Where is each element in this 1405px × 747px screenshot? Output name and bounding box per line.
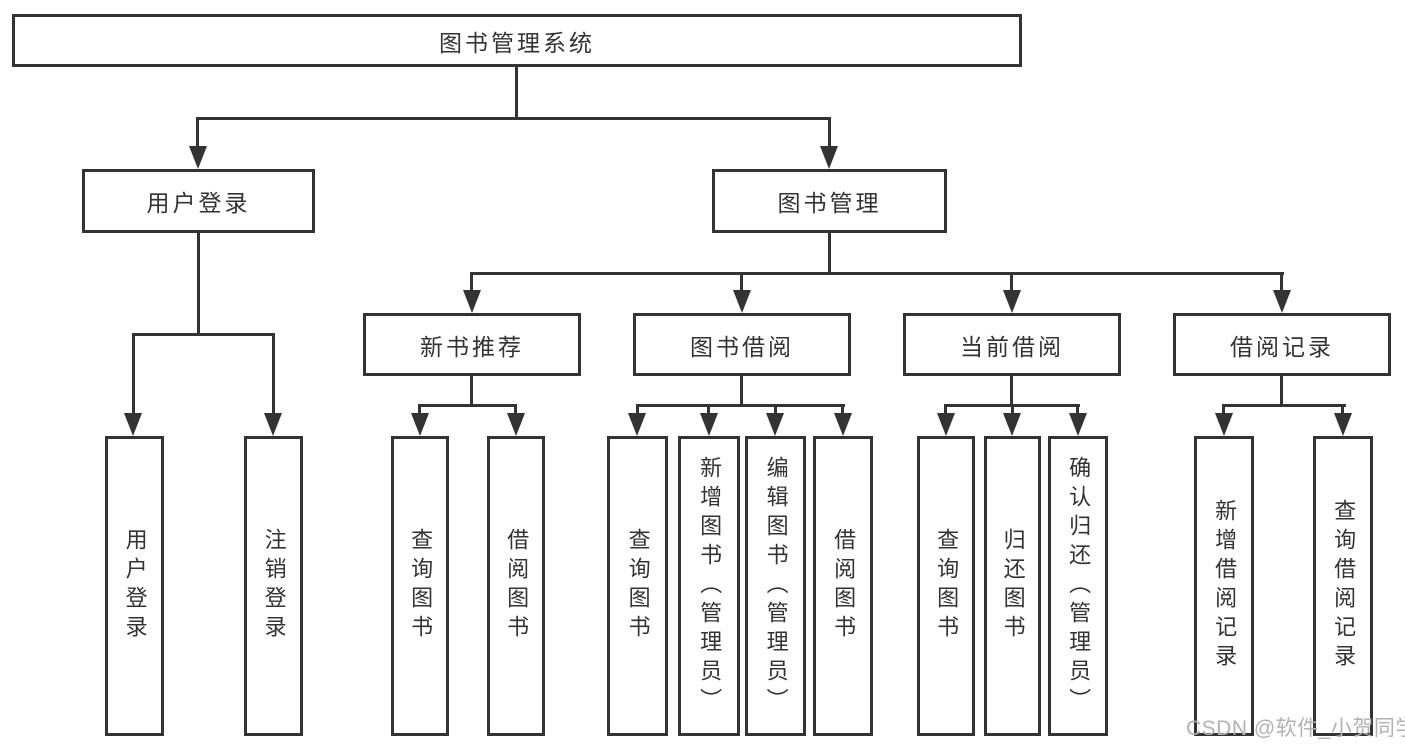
node-book-borrowing: 图书借阅 xyxy=(633,313,851,376)
arrow-down-icon xyxy=(700,413,718,436)
node-leaf-return-books: 归还图书 xyxy=(984,436,1041,736)
node-leaf-confirm-return-admin: 确认归还（管理员） xyxy=(1048,436,1108,736)
arrow-down-icon xyxy=(124,413,142,436)
node-label: 图书管理系统 xyxy=(439,29,595,56)
node-leaf-borrow-books-recommend: 借阅图书 xyxy=(487,436,545,736)
connector-segment xyxy=(470,272,1284,275)
node-label: 新增图书（管理员） xyxy=(697,455,723,717)
connector-segment xyxy=(774,404,777,416)
node-label: 查询图书 xyxy=(934,528,960,644)
connector-segment xyxy=(272,333,275,416)
node-label: 归还图书 xyxy=(1000,528,1026,644)
node-user-login: 用户登录 xyxy=(82,169,315,233)
node-borrowing-records: 借阅记录 xyxy=(1173,313,1391,376)
connector-segment xyxy=(1280,272,1283,292)
node-label: 新书推荐 xyxy=(420,333,524,360)
connector-segment xyxy=(707,404,710,416)
connector-segment xyxy=(132,333,275,336)
node-current-borrowing: 当前借阅 xyxy=(903,313,1121,376)
connector-segment xyxy=(418,404,421,416)
arrow-down-icon xyxy=(766,413,784,436)
node-label: 借阅图书 xyxy=(504,528,530,644)
node-leaf-query-books-borrowing: 查询图书 xyxy=(607,436,668,736)
connector-segment xyxy=(1010,376,1013,406)
arrow-down-icon xyxy=(1003,413,1021,436)
arrow-down-icon xyxy=(411,413,429,436)
node-label: 借阅记录 xyxy=(1230,333,1334,360)
connector-segment xyxy=(418,404,517,407)
connector-segment xyxy=(196,117,199,150)
connector-segment xyxy=(841,404,844,416)
connector-segment xyxy=(1076,404,1079,416)
connector-segment xyxy=(828,117,831,150)
node-leaf-query-borrow-record: 查询借阅记录 xyxy=(1313,436,1373,736)
arrow-down-icon xyxy=(733,290,751,313)
node-leaf-user-login: 用户登录 xyxy=(105,436,164,736)
connector-segment xyxy=(1341,404,1344,416)
node-label: 图书借阅 xyxy=(690,333,794,360)
connector-segment xyxy=(944,404,947,416)
connector-segment xyxy=(636,404,639,416)
connector-segment xyxy=(1280,376,1283,406)
connector-segment xyxy=(1011,404,1014,416)
connector-segment xyxy=(132,333,135,416)
arrow-down-icon xyxy=(1069,413,1087,436)
arrow-down-icon xyxy=(1273,290,1291,313)
node-label: 用户登录 xyxy=(146,190,251,216)
arrow-down-icon xyxy=(189,146,207,169)
connector-segment xyxy=(1222,404,1225,416)
connector-segment xyxy=(515,67,518,120)
node-label: 确认归还（管理员） xyxy=(1066,455,1092,717)
node-leaf-query-books-current: 查询图书 xyxy=(917,436,975,736)
arrow-down-icon xyxy=(1003,290,1021,313)
arrow-down-icon xyxy=(937,413,955,436)
node-leaf-logout: 注销登录 xyxy=(244,436,303,736)
arrow-down-icon xyxy=(1334,413,1352,436)
csdn-watermark: CSDN @软件_小贺同学 xyxy=(1186,717,1405,740)
connector-segment xyxy=(197,117,831,120)
node-library-management-system: 图书管理系统 xyxy=(12,14,1022,67)
node-label: 查询图书 xyxy=(625,528,651,644)
node-leaf-add-borrow-record: 新增借阅记录 xyxy=(1194,436,1254,736)
node-label: 图书管理 xyxy=(777,190,882,216)
node-label: 用户登录 xyxy=(122,528,148,644)
arrow-down-icon xyxy=(264,413,282,436)
arrow-down-icon xyxy=(463,290,481,313)
connector-segment xyxy=(514,404,517,416)
connector-segment xyxy=(636,404,845,407)
connector-segment xyxy=(1222,404,1346,407)
node-label: 查询图书 xyxy=(408,528,434,644)
connector-segment xyxy=(470,376,473,406)
node-label: 查询借阅记录 xyxy=(1331,499,1357,673)
node-label: 当前借阅 xyxy=(960,333,1064,360)
arrow-down-icon xyxy=(820,146,838,169)
node-leaf-edit-books-admin: 编辑图书（管理员） xyxy=(745,436,806,736)
node-leaf-add-books-admin: 新增图书（管理员） xyxy=(678,436,740,736)
arrow-down-icon xyxy=(507,413,525,436)
connector-segment xyxy=(197,233,200,336)
connector-segment xyxy=(740,272,743,292)
node-label: 编辑图书（管理员） xyxy=(763,455,789,717)
connector-segment xyxy=(470,272,473,292)
node-leaf-query-books-recommend: 查询图书 xyxy=(391,436,449,736)
node-label: 新增借阅记录 xyxy=(1212,499,1238,673)
connector-segment xyxy=(828,233,831,275)
connector-segment xyxy=(1010,272,1013,292)
arrow-down-icon xyxy=(834,413,852,436)
connector-segment xyxy=(740,376,743,406)
node-leaf-borrow-books: 借阅图书 xyxy=(813,436,873,736)
arrow-down-icon xyxy=(628,413,646,436)
node-label: 借阅图书 xyxy=(831,528,857,644)
node-label: 注销登录 xyxy=(261,528,287,644)
node-new-book-recommend: 新书推荐 xyxy=(363,313,581,376)
arrow-down-icon xyxy=(1215,413,1233,436)
node-book-management: 图书管理 xyxy=(712,169,947,233)
